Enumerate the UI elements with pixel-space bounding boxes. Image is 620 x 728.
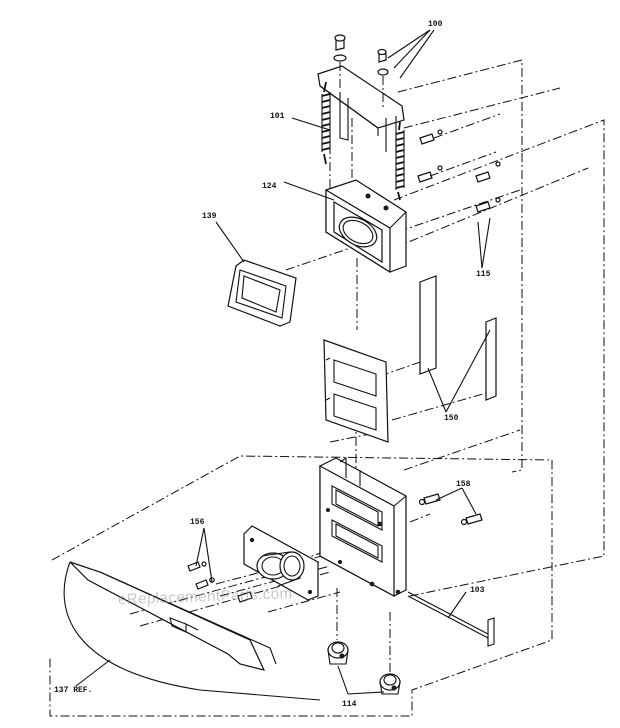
top-bracket bbox=[317, 34, 405, 152]
base-housing bbox=[319, 456, 407, 598]
spring-left bbox=[321, 81, 331, 165]
label-158: 158 bbox=[456, 480, 471, 489]
spring-right bbox=[395, 121, 405, 201]
label-103: 103 bbox=[470, 586, 485, 595]
shield-plate bbox=[323, 339, 389, 443]
gasket-139 bbox=[227, 259, 297, 327]
label-101: 101 bbox=[270, 112, 285, 121]
strip-150-b bbox=[485, 317, 497, 401]
label-100: 100 bbox=[428, 20, 443, 29]
screws-156 bbox=[187, 561, 253, 603]
strip-150-a bbox=[419, 275, 437, 375]
watermark: eReplacementParts.com bbox=[118, 585, 293, 608]
flue-collar bbox=[243, 525, 319, 601]
label-150: 150 bbox=[444, 414, 459, 423]
rod-103 bbox=[407, 591, 495, 647]
label-115: 115 bbox=[476, 270, 491, 279]
label-156: 156 bbox=[190, 518, 205, 527]
screw-set-115 bbox=[417, 113, 501, 213]
label-114: 114 bbox=[342, 700, 357, 709]
label-137-ref: 137 REF. bbox=[54, 686, 92, 695]
screws-158 bbox=[418, 493, 483, 526]
deflector-137 bbox=[63, 561, 321, 701]
knob-114-a bbox=[327, 641, 349, 665]
knob-114-b bbox=[379, 673, 401, 695]
label-124: 124 bbox=[262, 182, 277, 191]
label-139: 139 bbox=[202, 212, 217, 221]
leader-lines bbox=[75, 29, 491, 695]
frame-124 bbox=[325, 179, 407, 274]
